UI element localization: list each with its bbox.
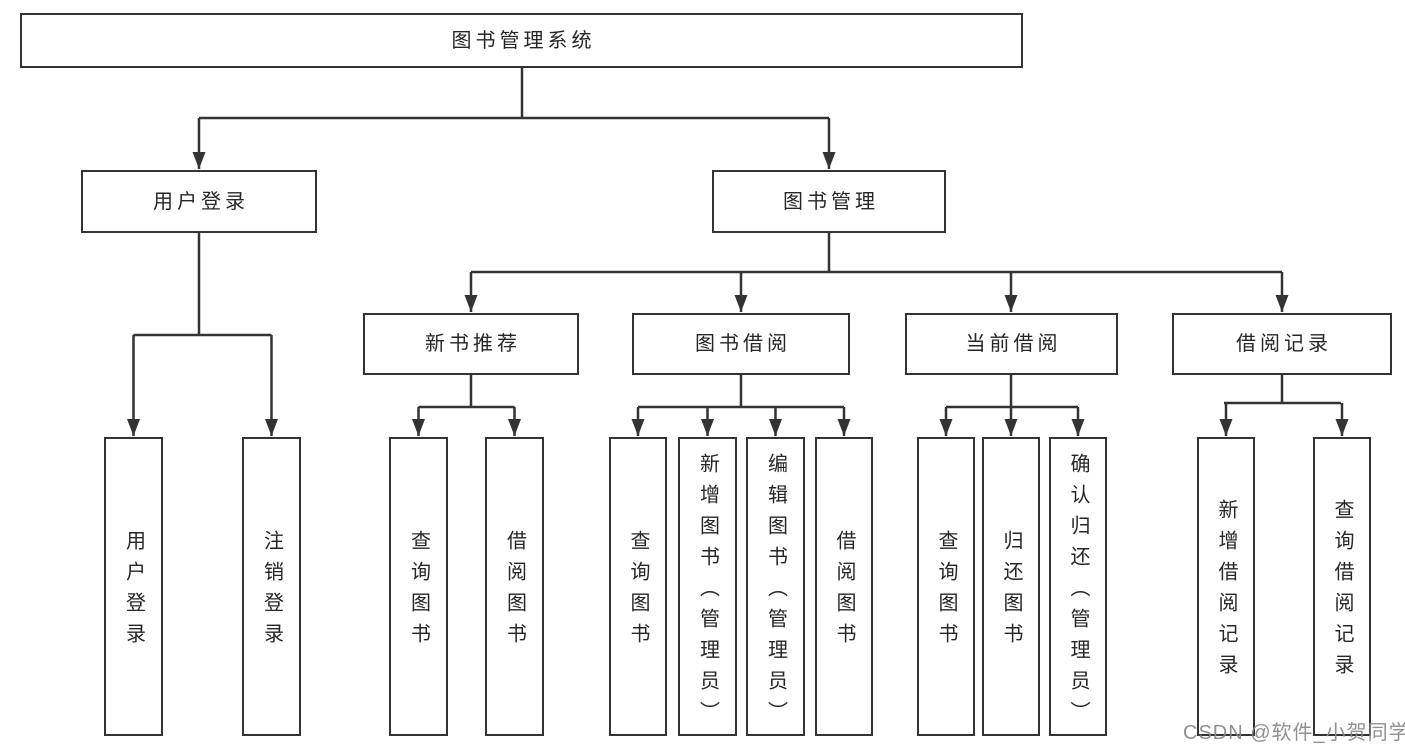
leaf-query-books: 查询图书	[609, 437, 667, 736]
leaf-edit-books-admin: 编辑图书（管理员）	[746, 437, 805, 736]
node-borrow-records: 借阅记录	[1172, 313, 1392, 375]
node-book-management-label: 图书管理	[783, 190, 879, 213]
node-borrow-records-label: 借阅记录	[1236, 333, 1332, 355]
node-user-login: 用户登录	[81, 170, 317, 233]
leaf-add-books-admin-label: 新增图书（管理员）	[696, 452, 719, 732]
node-book-borrow: 图书借阅	[632, 313, 850, 375]
leaf-logout: 注销登录	[242, 437, 301, 736]
leaf-confirm-return-admin: 确认归还（管理员）	[1049, 437, 1107, 736]
node-current-borrow-label: 当前借阅	[965, 333, 1062, 355]
leaf-borrow-books: 借阅图书	[485, 437, 544, 736]
leaf-query-books-label: 查询图书	[935, 530, 957, 654]
node-current-borrow: 当前借阅	[905, 313, 1118, 375]
leaf-borrow-books-label: 借阅图书	[503, 530, 526, 654]
leaf-add-borrow-record: 新增借阅记录	[1197, 437, 1255, 736]
leaf-query-books-label: 查询图书	[407, 530, 430, 654]
leaf-logout-label: 注销登录	[260, 530, 283, 654]
leaf-return-books: 归还图书	[982, 437, 1040, 736]
leaf-query-books: 查询图书	[389, 437, 448, 736]
connector-elbows	[133, 68, 1341, 409]
csdn-watermark: CSDN @软件_小贺同学	[1183, 722, 1405, 744]
node-new-book-recommend-label: 新书推荐	[425, 333, 521, 355]
node-book-management: 图书管理	[712, 170, 946, 233]
leaf-confirm-return-admin-label: 确认归还（管理员）	[1067, 452, 1089, 732]
leaf-borrow-books: 借阅图书	[815, 437, 873, 736]
node-book-borrow-label: 图书借阅	[695, 333, 791, 355]
leaf-add-borrow-record-label: 新增借阅记录	[1215, 499, 1237, 685]
leaf-edit-books-admin-label: 编辑图书（管理员）	[764, 452, 787, 732]
leaf-borrow-books-label: 借阅图书	[833, 530, 855, 654]
leaf-query-books-label: 查询图书	[627, 530, 649, 654]
leaf-user-login-label: 用户登录	[122, 530, 145, 654]
leaf-add-books-admin: 新增图书（管理员）	[678, 437, 737, 736]
node-new-book-recommend: 新书推荐	[363, 313, 579, 375]
node-root: 图书管理系统	[20, 13, 1023, 68]
leaf-query-books: 查询图书	[917, 437, 975, 736]
connector-arrows	[127, 118, 1349, 436]
node-root-label: 图书管理系统	[451, 29, 596, 52]
leaf-user-login: 用户登录	[104, 437, 163, 736]
leaf-return-books-label: 归还图书	[1000, 530, 1022, 654]
node-user-login-label: 用户登录	[153, 190, 249, 213]
leaf-query-borrow-record: 查询借阅记录	[1313, 437, 1371, 736]
leaf-query-borrow-record-label: 查询借阅记录	[1331, 499, 1353, 685]
